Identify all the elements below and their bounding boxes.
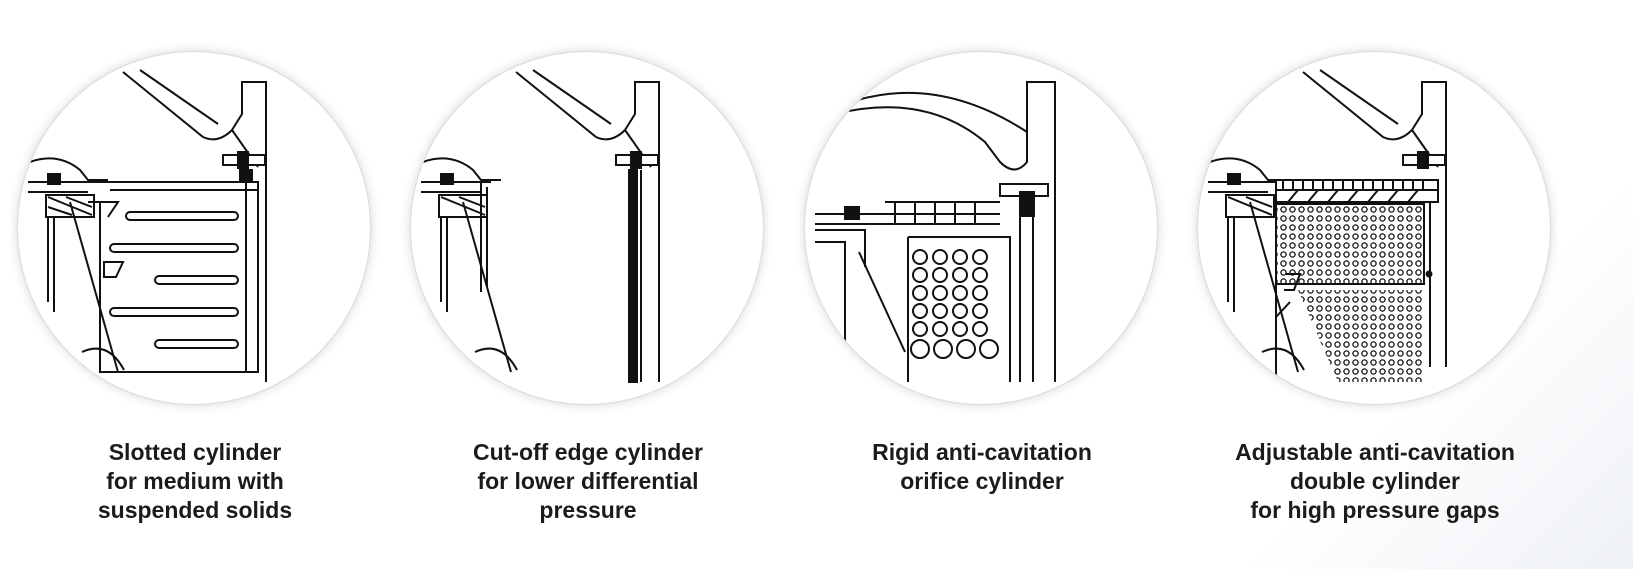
panel-rigid-anti-cavitation-cylinder: Rigid anti-cavitation orifice cylinder (787, 0, 1167, 569)
adjustable-double-cylinder-drawing (1198, 52, 1550, 404)
slotted-cylinder-drawing (18, 52, 370, 404)
cut-off-edge-cylinder-caption: Cut-off edge cylinder for lower differen… (393, 438, 783, 525)
caption-line: suspended solids (97, 497, 293, 523)
caption-line: for medium with (106, 468, 284, 494)
adjustable-double-cylinder-caption: Adjustable anti-cavitation double cylind… (1180, 438, 1570, 525)
rigid-anti-cavitation-cylinder-drawing (805, 52, 1157, 404)
caption-line: pressure (539, 497, 637, 523)
panel-adjustable-double-cylinder: Adjustable anti-cavitation double cylind… (1180, 0, 1560, 569)
caption-line: Slotted cylinder (108, 439, 282, 465)
cut-off-edge-cylinder-drawing (411, 52, 763, 404)
caption-line: for high pressure gaps (1250, 497, 1500, 523)
caption-line: Cut-off edge cylinder (472, 439, 703, 465)
caption-line: for lower differential (477, 468, 699, 494)
caption-line: Adjustable anti-cavitation (1235, 439, 1515, 465)
panel-cut-off-edge-cylinder: Cut-off edge cylinder for lower differen… (393, 0, 773, 569)
panel-slotted-cylinder: Slotted cylinder for medium with suspend… (0, 0, 380, 569)
rigid-anti-cavitation-cylinder-caption: Rigid anti-cavitation orifice cylinder (787, 438, 1177, 496)
caption-line: Rigid anti-cavitation (872, 439, 1092, 465)
caption-line: orifice cylinder (900, 468, 1064, 494)
caption-line: double cylinder (1290, 468, 1460, 494)
slotted-cylinder-caption: Slotted cylinder for medium with suspend… (0, 438, 390, 525)
